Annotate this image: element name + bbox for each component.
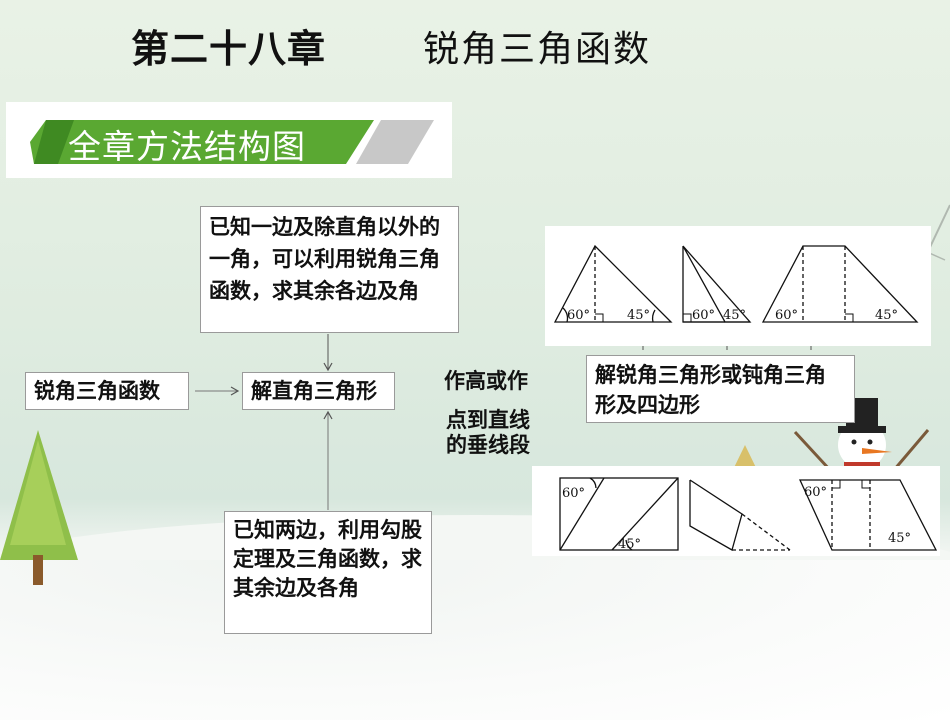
method-text-line1: 作高或作 <box>444 369 528 393</box>
figure-triangle-altitude <box>553 244 673 323</box>
fig3-angle-right: 45° <box>875 308 898 323</box>
bfig1-angle-top: 60° <box>562 486 585 501</box>
method-text-line3: 的垂线段 <box>446 433 530 457</box>
method-text-line2: 点到直线 <box>446 408 530 432</box>
top-figures-panel: 60° 45° 60° 45° 60° 45° <box>545 226 931 346</box>
fig3-angle-left: 60° <box>775 308 798 323</box>
fig2-angle-right: 45° <box>723 308 746 323</box>
figure-rectangle-diagonals <box>559 477 679 551</box>
figure-trapezoid <box>761 245 919 323</box>
node-acute-trig-functions: 锐角三角函数 <box>25 372 189 410</box>
fig2-angle-left: 60° <box>692 308 715 323</box>
fig1-angle-right: 45° <box>627 308 650 323</box>
figure-obtuse-triangle <box>682 245 752 323</box>
banner-label: 全章方法结构图 <box>68 127 306 166</box>
bfig3-angle-top: 60° <box>804 485 827 500</box>
condition-two-sides: 已知两边，利用勾股定理及三角函数，求其余边及各角 <box>224 511 432 634</box>
node-solve-oblique-triangle: 解锐角三角形或钝角三角形及四边形 <box>586 355 855 423</box>
figure-parallelogram-trapezoid <box>798 479 938 551</box>
bottom-figures-panel: 60° 45° 60° 45° <box>532 466 940 556</box>
condition-one-side-one-angle: 已知一边及除直角以外的一角，可以利用锐角三角函数，求其余各边及角 <box>200 206 459 333</box>
fig1-angle-left: 60° <box>567 308 590 323</box>
figure-quadrilateral-extension <box>689 479 791 551</box>
section-banner: 全章方法结构图 <box>6 102 452 178</box>
node-solve-right-triangle: 解直角三角形 <box>242 372 395 410</box>
topic-title: 锐角三角函数 <box>423 29 652 70</box>
banner-shape-icon <box>30 120 434 164</box>
snow-ground <box>0 560 950 720</box>
chapter-title: 第二十八章 <box>131 27 327 71</box>
tree-icon <box>0 430 78 585</box>
bfig1-angle-bottom: 45° <box>618 537 641 552</box>
bfig3-angle-bottom: 45° <box>888 531 911 546</box>
